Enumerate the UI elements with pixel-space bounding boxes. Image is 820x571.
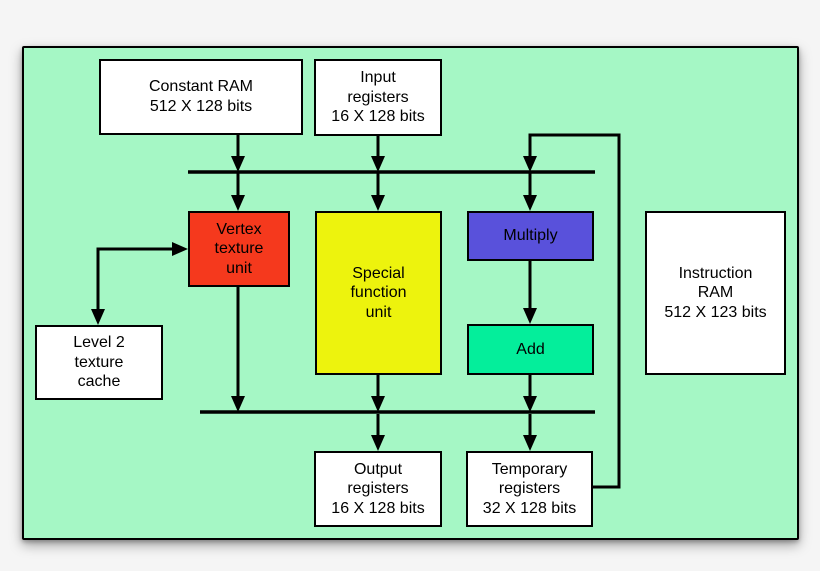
- node-multiply: Multiply: [467, 211, 594, 261]
- node-output-registers: Output registers 16 X 128 bits: [314, 451, 442, 527]
- node-instruction-ram: Instruction RAM 512 X 123 bits: [645, 211, 786, 375]
- node-temporary-registers: Temporary registers 32 X 128 bits: [466, 451, 593, 527]
- node-constant-ram: Constant RAM 512 X 128 bits: [99, 59, 303, 135]
- node-vertex-texture-unit: Vertex texture unit: [188, 211, 290, 287]
- node-add: Add: [467, 324, 594, 375]
- node-special-function-unit: Special function unit: [315, 211, 442, 375]
- node-level2-texture-cache: Level 2 texture cache: [35, 325, 163, 400]
- node-input-registers: Input registers 16 X 128 bits: [314, 59, 442, 136]
